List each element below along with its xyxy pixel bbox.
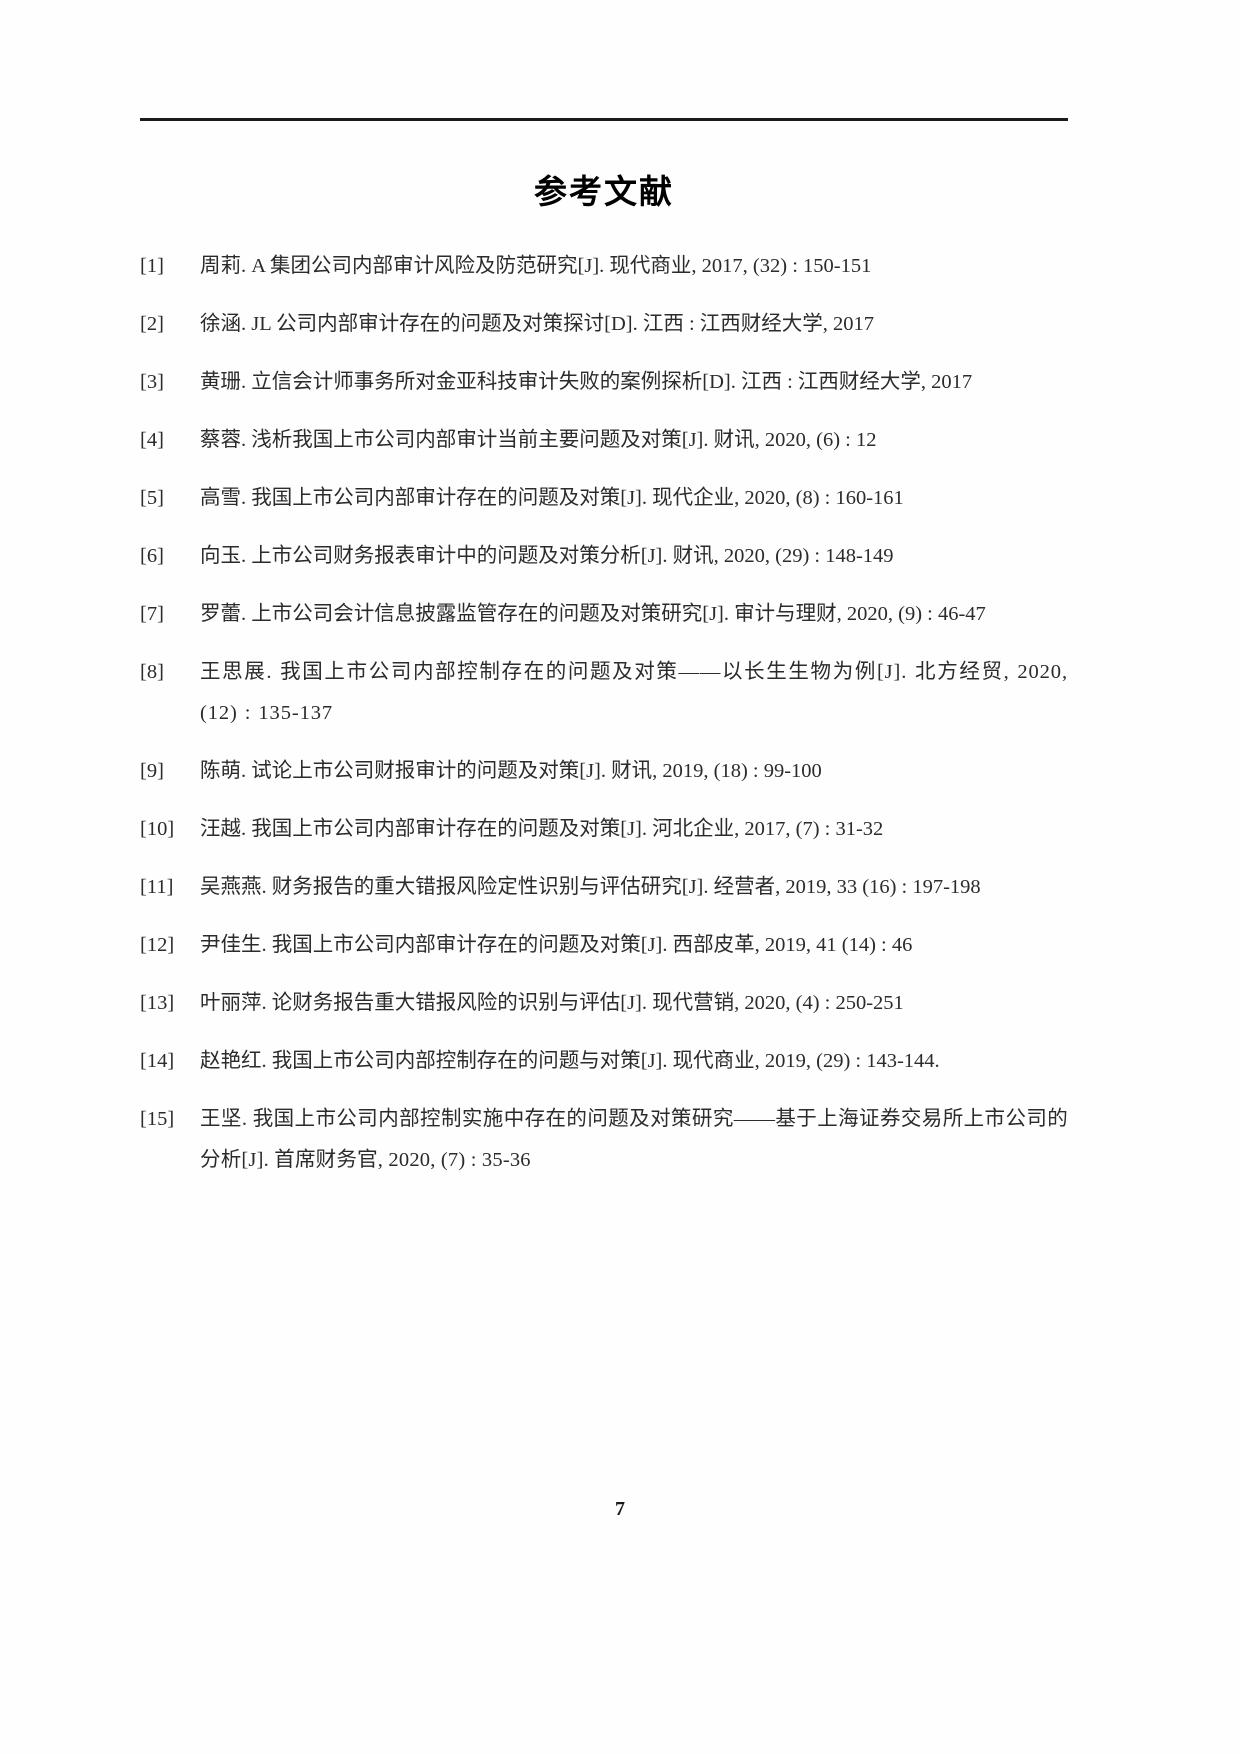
reference-number: [12] [140,933,175,956]
reference-entry-7: [7] 罗蕾. 上市公司会计信息披露监管存在的问题及对策研究[J]. 审计与理财… [140,594,1068,635]
reference-text: 高雪. 我国上市公司内部审计存在的问题及对策[J]. 现代企业, 2020, (… [200,486,904,509]
reference-text: 尹佳生. 我国上市公司内部审计存在的问题及对策[J]. 西部皮革, 2019, … [200,933,913,956]
reference-number: [6] [140,544,164,567]
reference-number: [9] [140,759,164,782]
reference-number: [10] [140,817,175,840]
reference-number: [11] [140,875,174,898]
reference-entry-6: [6] 向玉. 上市公司财务报表审计中的问题及对策分析[J]. 财讯, 2020… [140,536,1068,577]
reference-text: 蔡蓉. 浅析我国上市公司内部审计当前主要问题及对策[J]. 财讯, 2020, … [200,428,877,451]
reference-entry-4: [4] 蔡蓉. 浅析我国上市公司内部审计当前主要问题及对策[J]. 财讯, 20… [140,420,1068,461]
reference-entry-12: [12] 尹佳生. 我国上市公司内部审计存在的问题及对策[J]. 西部皮革, 2… [140,925,1068,966]
page-number: 7 [615,1498,625,1520]
reference-text: 周莉. A 集团公司内部审计风险及防范研究[J]. 现代商业, 2017, (3… [200,254,872,277]
reference-entry-14: [14] 赵艳红. 我国上市公司内部控制存在的问题与对策[J]. 现代商业, 2… [140,1041,1068,1082]
reference-entry-2: [2] 徐涵. JL 公司内部审计存在的问题及对策探讨[D]. 江西 : 江西财… [140,304,1068,345]
page-title: 参考文献 [534,172,674,211]
reference-text: 王坚. 我国上市公司内部控制实施中存在的问题及对策研究——基于上海证券交易所上市… [200,1107,1068,1171]
header-rule [140,118,1068,121]
reference-number: [5] [140,486,164,509]
reference-text: 陈萌. 试论上市公司财报审计的问题及对策[J]. 财讯, 2019, (18) … [200,759,822,782]
reference-text: 叶丽萍. 论财务报告重大错报风险的识别与评估[J]. 现代营销, 2020, (… [200,991,904,1014]
reference-number: [15] [140,1107,175,1130]
reference-number: [14] [140,1049,175,1072]
reference-text: 徐涵. JL 公司内部审计存在的问题及对策探讨[D]. 江西 : 江西财经大学,… [200,312,875,335]
document-content: 参考文献 [1] 周莉. A 集团公司内部审计风险及防范研究[J]. 现代商业,… [140,150,1068,1198]
reference-text: 黄珊. 立信会计师事务所对金亚科技审计失败的案例探析[D]. 江西 : 江西财经… [200,370,973,393]
reference-entry-13: [13] 叶丽萍. 论财务报告重大错报风险的识别与评估[J]. 现代营销, 20… [140,983,1068,1024]
reference-entry-15: [15] 王坚. 我国上市公司内部控制实施中存在的问题及对策研究——基于上海证券… [140,1099,1068,1181]
reference-entry-3: [3] 黄珊. 立信会计师事务所对金亚科技审计失败的案例探析[D]. 江西 : … [140,362,1068,403]
reference-number: [1] [140,254,164,277]
reference-entry-9: [9] 陈萌. 试论上市公司财报审计的问题及对策[J]. 财讯, 2019, (… [140,751,1068,792]
reference-number: [7] [140,602,164,625]
reference-text: 汪越. 我国上市公司内部审计存在的问题及对策[J]. 河北企业, 2017, (… [200,817,884,840]
reference-number: [4] [140,428,164,451]
reference-number: [3] [140,370,164,393]
reference-number: [2] [140,312,164,335]
reference-text: 向玉. 上市公司财务报表审计中的问题及对策分析[J]. 财讯, 2020, (2… [200,544,894,567]
reference-text: 罗蕾. 上市公司会计信息披露监管存在的问题及对策研究[J]. 审计与理财, 20… [200,602,986,625]
reference-text: 赵艳红. 我国上市公司内部控制存在的问题与对策[J]. 现代商业, 2019, … [200,1049,940,1072]
reference-text: 吴燕燕. 财务报告的重大错报风险定性识别与评估研究[J]. 经营者, 2019,… [200,875,981,898]
reference-entry-1: [1] 周莉. A 集团公司内部审计风险及防范研究[J]. 现代商业, 2017… [140,246,1068,287]
reference-entry-8: [8] 王思展. 我国上市公司内部控制存在的问题及对策——以长生生物为例[J].… [140,652,1068,734]
reference-text: 王思展. 我国上市公司内部控制存在的问题及对策——以长生生物为例[J]. 北方经… [200,660,1076,724]
reference-list: [1] 周莉. A 集团公司内部审计风险及防范研究[J]. 现代商业, 2017… [140,246,1068,1181]
reference-entry-10: [10] 汪越. 我国上市公司内部审计存在的问题及对策[J]. 河北企业, 20… [140,809,1068,850]
reference-number: [8] [140,660,164,683]
reference-entry-5: [5] 高雪. 我国上市公司内部审计存在的问题及对策[J]. 现代企业, 202… [140,478,1068,519]
reference-number: [13] [140,991,175,1014]
reference-entry-11: [11] 吴燕燕. 财务报告的重大错报风险定性识别与评估研究[J]. 经营者, … [140,867,1068,908]
